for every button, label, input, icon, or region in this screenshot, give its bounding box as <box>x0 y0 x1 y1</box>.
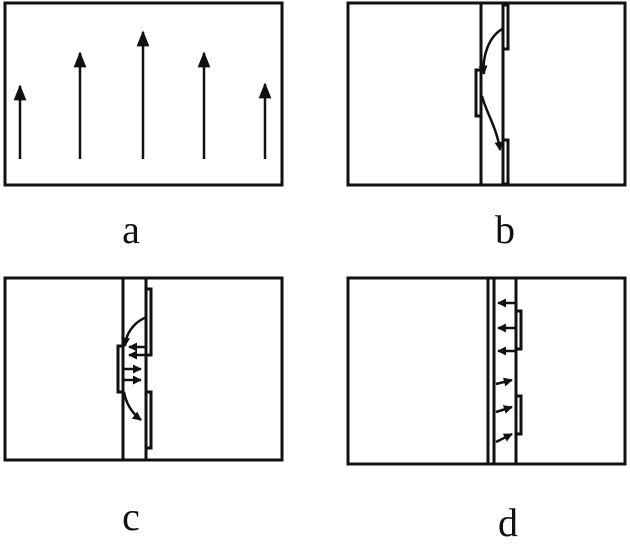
field-arrow-6 <box>495 432 513 444</box>
panel-label-b: b <box>495 207 515 252</box>
panel-label-c: c <box>122 494 140 539</box>
electrode-middle <box>116 344 125 394</box>
panel-b-frame <box>346 1 627 187</box>
field-curve-upper <box>121 315 148 347</box>
panel-c-frame <box>3 276 284 462</box>
panel-d <box>346 276 627 466</box>
electrode-middle <box>474 68 483 118</box>
electrode-lower <box>514 394 523 436</box>
electrode-upper <box>514 309 523 351</box>
field-arrow-4 <box>495 377 513 387</box>
panel-label-a: a <box>122 207 140 252</box>
electrode-top <box>501 3 510 51</box>
panel-c <box>3 276 284 462</box>
electrode-bottom <box>501 138 510 186</box>
electrode-left <box>486 276 496 466</box>
field-arrow-5 <box>495 405 513 414</box>
electrode-top <box>144 287 153 357</box>
panel-a <box>3 1 284 187</box>
field-curve-lower <box>122 391 142 421</box>
panel-b <box>346 1 627 187</box>
panel-label-d: d <box>498 500 518 545</box>
field-arrows <box>13 30 272 159</box>
field-curve-lower <box>480 95 504 151</box>
panel-a-frame <box>3 1 284 187</box>
electrode-bottom <box>144 390 153 450</box>
field-curve-upper <box>478 26 505 75</box>
